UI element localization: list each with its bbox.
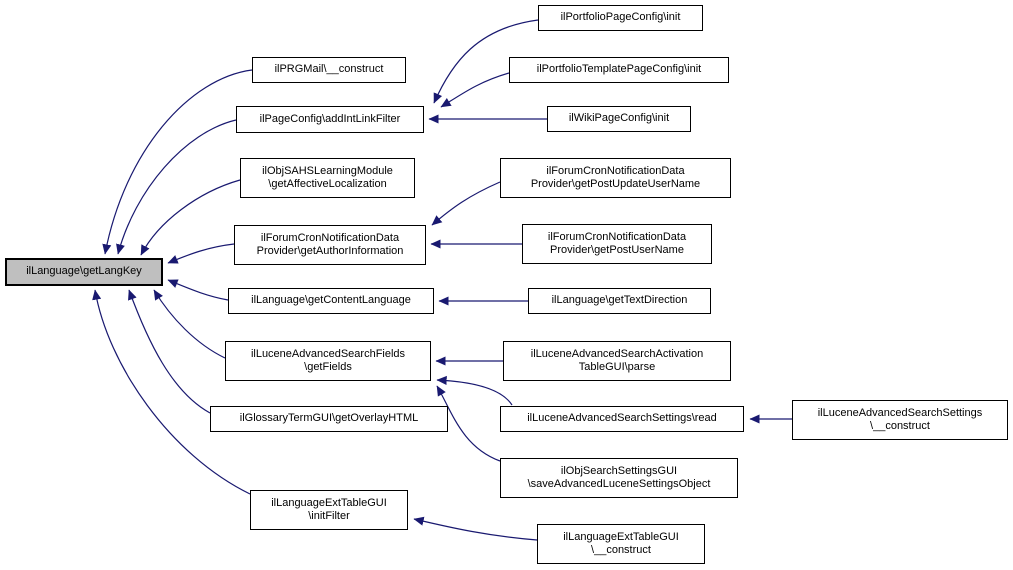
edge-read-to-getFields bbox=[436, 375, 513, 406]
node-label: ilPortfolioTemplatePageConfig\init bbox=[536, 63, 702, 76]
node-label: ilLanguage\getLangKey bbox=[26, 265, 142, 278]
node-portfolioTemplatePageConfig-init[interactable]: ilPortfolioTemplatePageConfig\init bbox=[509, 57, 729, 83]
node-label: ilLuceneAdvancedSearchFields \getFields bbox=[250, 347, 406, 373]
node-label: ilPortfolioPageConfig\init bbox=[560, 11, 681, 24]
node-getFields[interactable]: ilLuceneAdvancedSearchFields \getFields bbox=[225, 341, 431, 381]
node-getOverlayHTML[interactable]: ilGlossaryTermGUI\getOverlayHTML bbox=[210, 406, 448, 432]
edge-addIntLinkFilter-to-getLangKey bbox=[116, 119, 237, 255]
node-label: ilLuceneAdvancedSearchSettings \__constr… bbox=[817, 406, 983, 432]
edge-extConstruct-to-initFilter bbox=[413, 516, 538, 541]
edge-prgmail-to-getLangKey bbox=[102, 69, 253, 255]
node-getAffectiveLocalization[interactable]: ilObjSAHSLearningModule \getAffectiveLoc… bbox=[240, 158, 415, 198]
node-getAuthorInformation[interactable]: ilForumCronNotificationData Provider\get… bbox=[234, 225, 426, 265]
node-label: ilObjSAHSLearningModule \getAffectiveLoc… bbox=[262, 164, 393, 190]
node-label: ilLuceneAdvancedSearchSettings\read bbox=[527, 412, 717, 425]
node-portfolioPageConfig-init[interactable]: ilPortfolioPageConfig\init bbox=[538, 5, 703, 31]
node-searchSettings-read[interactable]: ilLuceneAdvancedSearchSettings\read bbox=[500, 406, 744, 432]
node-tableGUI-parse[interactable]: ilLuceneAdvancedSearchActivation TableGU… bbox=[503, 341, 731, 381]
node-label: ilLanguage\getContentLanguage bbox=[251, 294, 411, 307]
node-label: ilForumCronNotificationData Provider\get… bbox=[530, 164, 701, 190]
node-label: ilWikiPageConfig\init bbox=[568, 112, 670, 125]
node-getTextDirection[interactable]: ilLanguage\getTextDirection bbox=[528, 288, 711, 314]
node-label: ilGlossaryTermGUI\getOverlayHTML bbox=[239, 412, 419, 425]
node-label: ilLuceneAdvancedSearchActivation TableGU… bbox=[530, 347, 704, 373]
edge-overlayHtml-to-getLangKey bbox=[128, 289, 211, 414]
node-label: ilLanguage\getTextDirection bbox=[551, 294, 688, 307]
node-getPostUserName[interactable]: ilForumCronNotificationData Provider\get… bbox=[522, 224, 712, 264]
node-wikiPageConfig-init[interactable]: ilWikiPageConfig\init bbox=[547, 106, 691, 132]
edge-postUpdate-to-authorInfo bbox=[431, 181, 501, 226]
node-getPostUpdateUserName[interactable]: ilForumCronNotificationData Provider\get… bbox=[500, 158, 731, 198]
edge-contentLang-to-getLangKey bbox=[167, 279, 229, 301]
edge-saveSettings-to-getFields bbox=[436, 385, 501, 462]
node-extTableGUI-construct[interactable]: ilLanguageExtTableGUI \__construct bbox=[537, 524, 705, 564]
node-label: ilLanguageExtTableGUI \__construct bbox=[563, 530, 679, 556]
edge-initFilter-to-getLangKey bbox=[92, 289, 251, 495]
node-label: ilPRGMail\__construct bbox=[274, 63, 384, 76]
node-label: ilLanguageExtTableGUI \initFilter bbox=[271, 496, 387, 522]
node-saveAdvancedLuceneSettingsObject[interactable]: ilObjSearchSettingsGUI \saveAdvancedLuce… bbox=[500, 458, 738, 498]
edge-getFields-to-getLangKey bbox=[153, 289, 226, 359]
edge-sahs-to-getLangKey bbox=[140, 179, 241, 256]
node-prgmail-construct[interactable]: ilPRGMail\__construct bbox=[252, 57, 406, 83]
node-label: ilForumCronNotificationData Provider\get… bbox=[547, 230, 687, 256]
edge-portfolioTemplate-to-addIntLinkFilter bbox=[440, 72, 510, 108]
node-searchSettings-construct[interactable]: ilLuceneAdvancedSearchSettings \__constr… bbox=[792, 400, 1008, 440]
node-getLangKey: ilLanguage\getLangKey bbox=[5, 258, 163, 286]
node-label: ilForumCronNotificationData Provider\get… bbox=[256, 231, 404, 257]
node-getContentLanguage[interactable]: ilLanguage\getContentLanguage bbox=[228, 288, 434, 314]
node-label: ilPageConfig\addIntLinkFilter bbox=[259, 112, 401, 125]
node-initFilter[interactable]: ilLanguageExtTableGUI \initFilter bbox=[250, 490, 408, 530]
edge-authorInfo-to-getLangKey bbox=[167, 243, 235, 264]
edge-portfolioPage-to-addIntLinkFilter bbox=[433, 19, 539, 104]
node-label: ilObjSearchSettingsGUI \saveAdvancedLuce… bbox=[527, 464, 711, 490]
node-addIntLinkFilter[interactable]: ilPageConfig\addIntLinkFilter bbox=[236, 106, 424, 133]
